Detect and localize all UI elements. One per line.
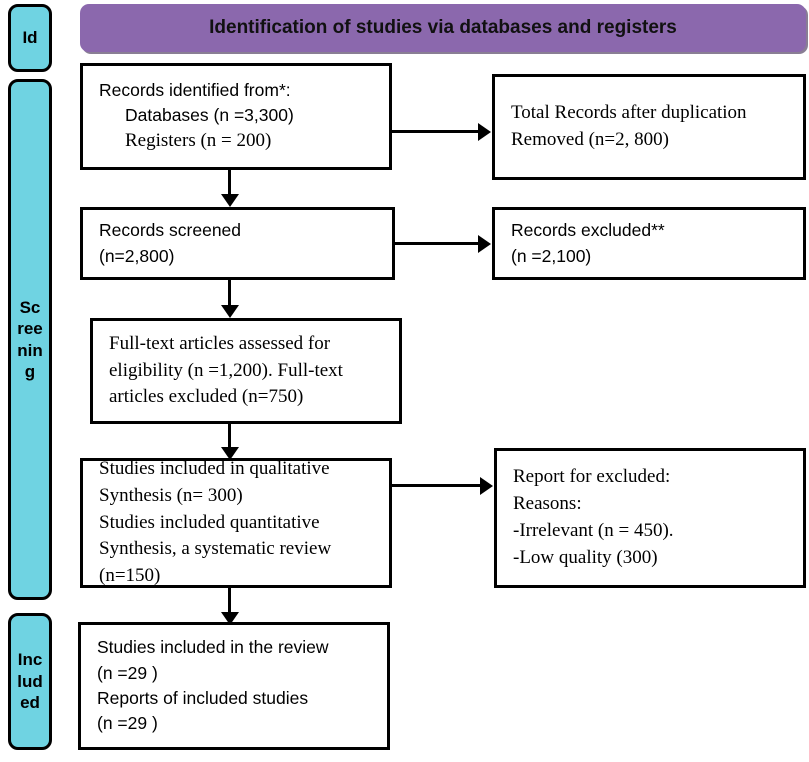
studies-synthesis-line-2: Synthesis (n= 300) <box>99 484 243 506</box>
connector-identified-to-duplicates <box>392 130 479 133</box>
records-screened-line-2: (n=2,800) <box>99 245 175 266</box>
studies-review-box: Studies included in the review (n =29 ) … <box>78 622 390 750</box>
studies-review-line-1: Studies included in the review <box>97 637 329 658</box>
fulltext-assessed-line-3: articles excluded (n=750) <box>109 386 304 408</box>
report-excluded-box: Report for excluded: Reasons: -Irrelevan… <box>494 448 806 588</box>
connector-fulltext-to-synthesis <box>228 424 231 448</box>
report-excluded-line-3: -Irrelevant (n = 450). <box>513 520 674 541</box>
connector-synthesis-to-report <box>392 484 481 487</box>
records-screened-line-1: Records screened <box>99 220 242 241</box>
page-title: Identification of studies via databases … <box>209 17 677 38</box>
arrowhead-identified-to-screened <box>220 194 239 207</box>
records-excluded-line-1: Records excluded** <box>511 220 665 241</box>
report-excluded-line-4: -Low quality (300) <box>513 546 658 568</box>
arrowhead-identified-to-duplicates <box>478 122 491 141</box>
studies-synthesis-line-3: Studies included quantitative <box>99 511 320 533</box>
duplicates-removed-box: Total Records after duplication Removed … <box>492 74 806 180</box>
fulltext-assessed-line-2: eligibility (n =1,200). Full-text <box>109 359 343 381</box>
connector-identified-to-screened <box>228 170 231 195</box>
stage-bar-screening: Screening <box>8 79 52 600</box>
fulltext-assessed-line-1: Full-text articles assessed for <box>109 332 331 354</box>
stage-bar-identification: Id <box>8 4 52 72</box>
arrowhead-fulltext-to-synthesis <box>220 447 239 460</box>
duplicates-removed-line-2: Removed (n=2, 800) <box>511 129 669 150</box>
studies-synthesis-box: Studies included in qualitative Synthesi… <box>80 458 392 588</box>
duplicates-removed-line-1: Total Records after duplication <box>511 102 747 124</box>
studies-review-line-2: (n =29 ) <box>97 662 158 683</box>
fulltext-assessed-box: Full-text articles assessed for eligibil… <box>90 318 402 424</box>
arrowhead-screened-to-excluded <box>478 234 491 253</box>
diagram-title-banner: Identification of studies via databases … <box>80 4 806 52</box>
connector-screened-to-excluded <box>395 242 479 245</box>
report-excluded-line-2: Reasons: <box>513 493 582 515</box>
studies-synthesis-line-1: Studies included in qualitative <box>99 457 330 479</box>
stage-label-included: Included <box>17 650 43 713</box>
arrowhead-synthesis-to-report <box>480 476 493 495</box>
stage-label-screening: Screening <box>17 297 43 381</box>
connector-synthesis-to-review <box>228 588 231 613</box>
studies-synthesis-line-5: (n=150) <box>99 565 161 587</box>
studies-review-line-4: (n =29 ) <box>97 713 158 734</box>
connector-screened-to-fulltext <box>228 280 231 306</box>
stage-bar-included: Included <box>8 613 52 750</box>
records-identified-line-3: Registers (n = 200) <box>125 130 272 152</box>
arrowhead-synthesis-to-review <box>220 612 239 625</box>
records-identified-line-2: Databases (n =3,300) <box>125 105 294 126</box>
studies-synthesis-line-4: Synthesis, a systematic review <box>99 538 332 560</box>
arrowhead-screened-to-fulltext <box>220 305 239 318</box>
studies-review-line-3: Reports of included studies <box>97 688 309 708</box>
report-excluded-line-1: Report for excluded: <box>513 466 671 488</box>
stage-label-identification: Id <box>22 28 38 48</box>
records-excluded-box: Records excluded** (n =2,100) <box>492 207 806 280</box>
records-identified-box: Records identified from*: Databases (n =… <box>80 63 392 170</box>
records-excluded-line-2: (n =2,100) <box>511 245 592 266</box>
records-screened-box: Records screened (n=2,800) <box>80 207 395 280</box>
records-identified-line-1: Records identified from*: <box>99 79 291 100</box>
